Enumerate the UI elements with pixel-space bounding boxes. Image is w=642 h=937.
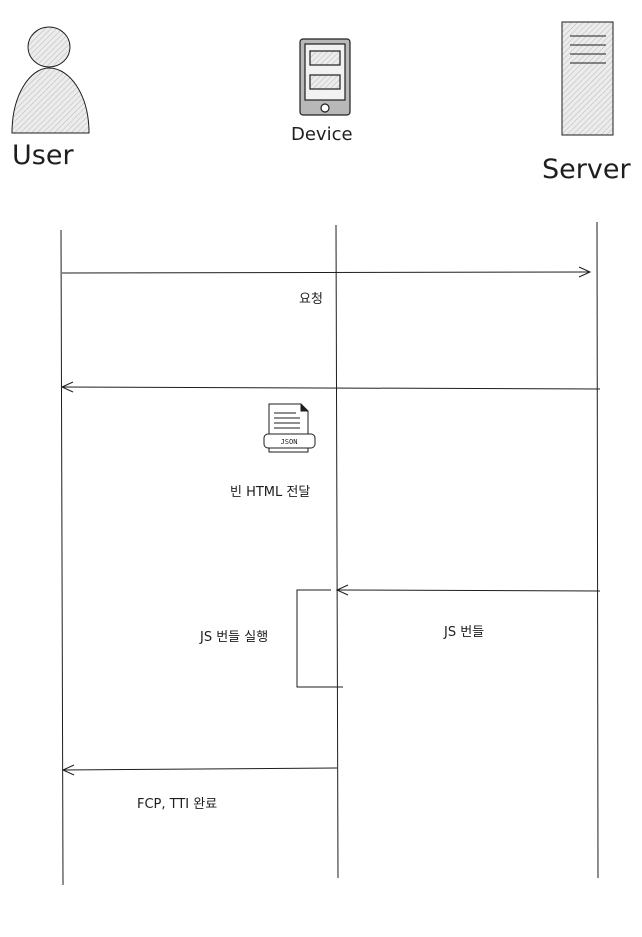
person-icon	[11, 26, 90, 134]
user-label: User	[12, 140, 74, 171]
device-label: Device	[291, 124, 353, 145]
js-execution-label: JS 번들 실행	[200, 630, 269, 645]
js-bundle-label: JS 번들	[444, 625, 485, 640]
empty-html-arrow	[60, 381, 601, 393]
request-arrow	[61, 266, 592, 278]
js-bundle-arrow	[335, 584, 601, 596]
complete-arrow	[61, 764, 338, 776]
request-label: 요청	[299, 292, 323, 307]
device-lifeline	[335, 224, 339, 879]
json-file-icon: JSON	[263, 403, 316, 453]
user-lifeline	[60, 229, 64, 886]
server-lifeline	[596, 221, 599, 879]
js-execution-bracket	[296, 589, 343, 688]
complete-label: FCP, TTI 완료	[137, 797, 218, 812]
server-icon	[561, 21, 614, 136]
svg-text:JSON: JSON	[281, 438, 298, 446]
empty-html-label: 빈 HTML 전달	[230, 485, 311, 500]
server-label: Server	[542, 154, 631, 185]
mobile-device-icon	[299, 38, 351, 116]
